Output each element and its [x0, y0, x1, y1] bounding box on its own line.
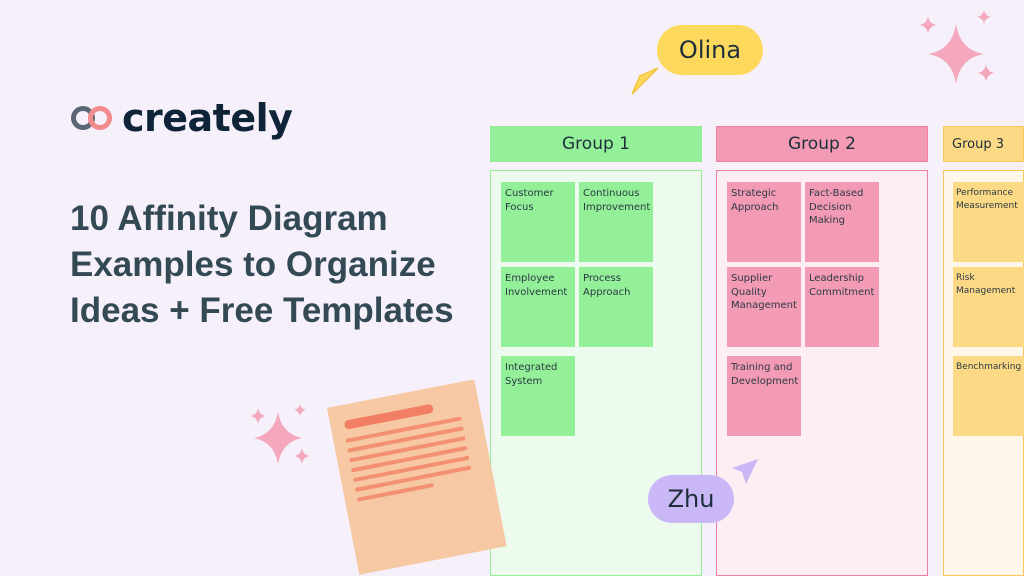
document-paper-icon	[326, 380, 507, 575]
group-2-header: Group 2	[716, 126, 928, 162]
page-title: 10 Affinity Diagram Examples to Organize…	[70, 196, 454, 334]
cursor-label-olina: Olina	[657, 25, 763, 75]
sticky-note[interactable]: Training and Development	[727, 356, 801, 436]
sticky-note[interactable]: Process Approach	[579, 267, 653, 347]
creately-logo: creately	[70, 96, 293, 140]
sparkle-icon	[919, 10, 995, 84]
sticky-note[interactable]: Employee Involvement	[501, 267, 575, 347]
group-title: Group 3	[952, 136, 1004, 152]
sticky-note[interactable]: Benchmarking	[953, 356, 1024, 436]
title-line: 10 Affinity Diagram	[70, 199, 388, 238]
group-1-header: Group 1	[490, 126, 702, 162]
cursor-label-zhu: Zhu	[648, 475, 734, 523]
creately-logo-icon	[71, 106, 112, 130]
sparkle-icon	[250, 404, 310, 464]
group-3-header: Group 3	[943, 126, 1024, 162]
sticky-note[interactable]: Supplier Quality Management	[727, 267, 801, 347]
sticky-note[interactable]: Fact-Based Decision Making	[805, 182, 879, 262]
sticky-note[interactable]: Strategic Approach	[727, 182, 801, 262]
sticky-note[interactable]: Performance Measurement	[953, 182, 1024, 262]
title-line: Ideas + Free Templates	[70, 291, 454, 330]
cursor-arrow-icon	[732, 459, 758, 484]
brand-name: creately	[122, 96, 293, 140]
cursor-arrow-icon	[631, 67, 659, 95]
title-line: Examples to Organize	[70, 245, 436, 284]
sticky-note[interactable]: Continuous Improvement	[579, 182, 653, 262]
group-title: Group 2	[788, 134, 856, 154]
sticky-note[interactable]: Risk Management	[953, 267, 1024, 347]
sticky-note[interactable]: Customer Focus	[501, 182, 575, 262]
group-title: Group 1	[562, 134, 630, 154]
sticky-note[interactable]: Leadership Commitment	[805, 267, 879, 347]
sticky-note[interactable]: Integrated System	[501, 356, 575, 436]
